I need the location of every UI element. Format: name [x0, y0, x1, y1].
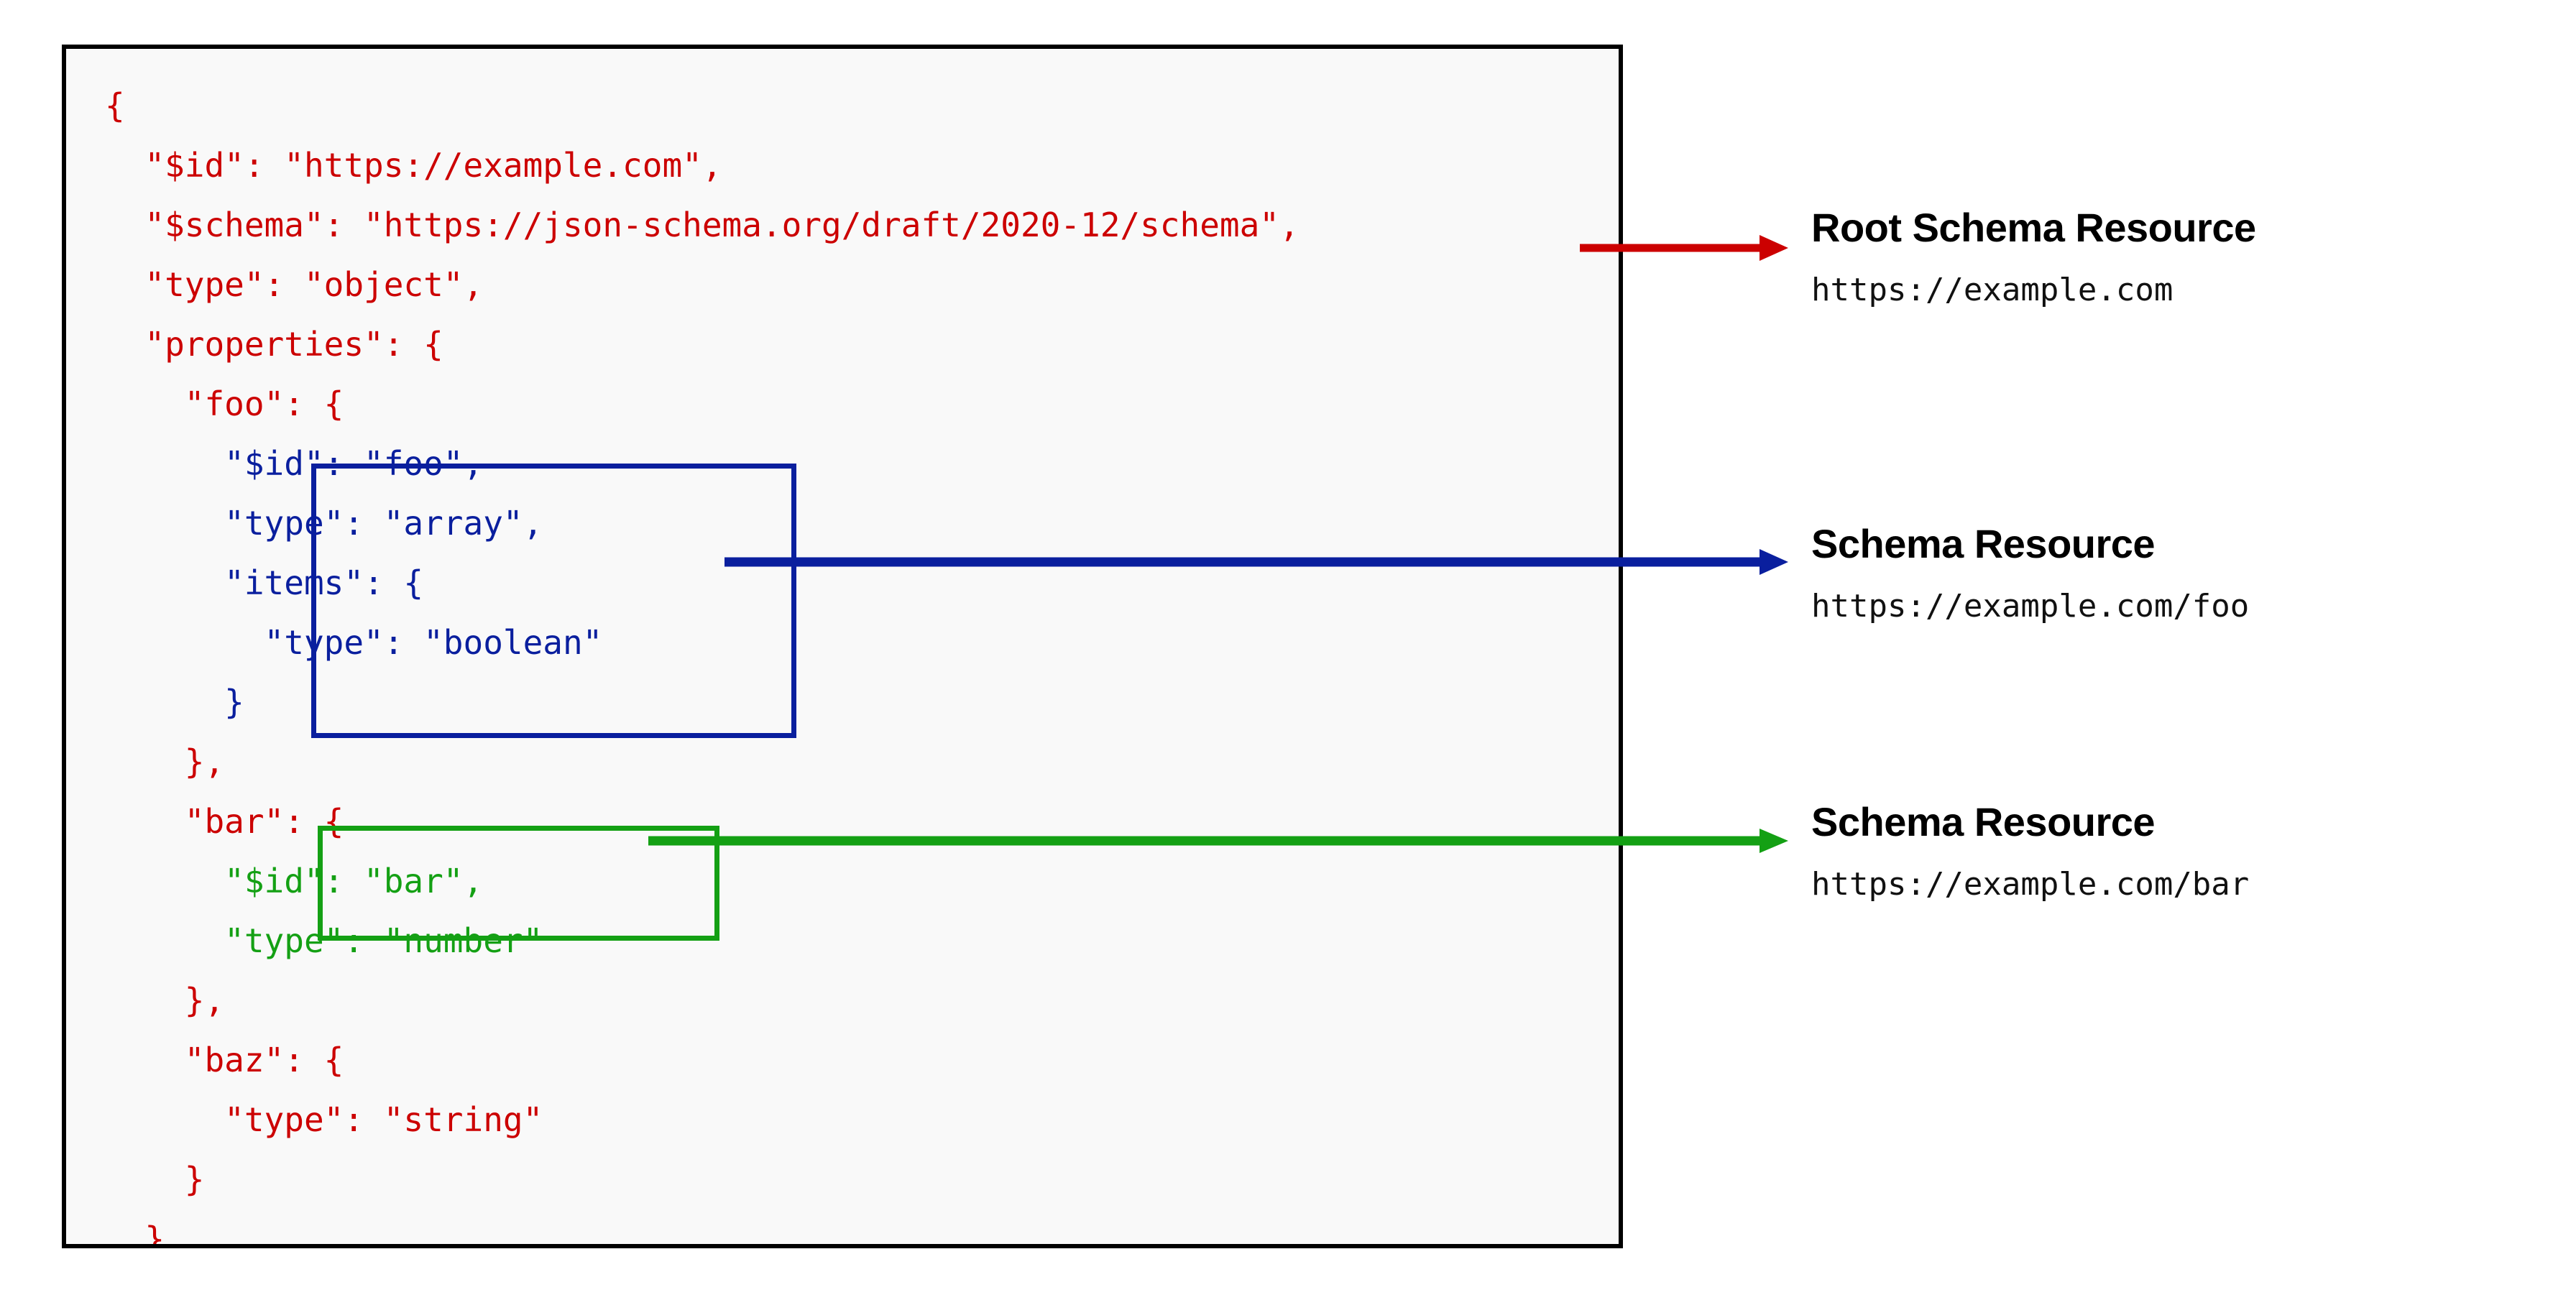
annotation-root-schema-resource: Root Schema Resource https://example.com: [1811, 205, 2552, 310]
code-line: "type": "object",: [105, 265, 484, 304]
annotation-foo-schema-resource: Schema Resource https://example.com/foo: [1811, 521, 2552, 626]
highlight-box-foo-subschema: [311, 464, 796, 738]
code-line: },: [105, 981, 225, 1020]
code-line: "foo": {: [105, 384, 344, 423]
code-line: "items": {: [105, 563, 424, 602]
code-line: }: [105, 1160, 205, 1199]
annotation-url-bar: https://example.com/bar: [1811, 866, 2250, 903]
json-code-panel: { "$id": "https://example.com", "$schema…: [62, 45, 1623, 1248]
code-line: "type": "string": [105, 1100, 543, 1139]
arrow-foo-schema: [724, 548, 1788, 576]
annotation-title-foo: Schema Resource: [1811, 521, 2156, 566]
code-line: "baz": {: [105, 1041, 344, 1079]
highlight-box-bar-subschema: [318, 826, 719, 941]
code-line: },: [105, 742, 225, 781]
code-line: {: [105, 86, 125, 125]
code-line: "$id": "https://example.com",: [105, 146, 722, 185]
json-code-listing: { "$id": "https://example.com", "$schema…: [105, 76, 1300, 1248]
code-line: "properties": {: [105, 325, 443, 364]
annotation-title-root: Root Schema Resource: [1811, 205, 2256, 250]
code-line: }: [105, 1220, 165, 1248]
annotation-bar-schema-resource: Schema Resource https://example.com/bar: [1811, 799, 2552, 904]
code-line: "type": "number": [105, 921, 543, 960]
code-line: "$schema": "https://json-schema.org/draf…: [105, 206, 1300, 244]
arrow-bar-schema: [648, 826, 1788, 855]
code-line: "bar": {: [105, 802, 344, 841]
code-line: "type": "boolean": [105, 623, 603, 662]
arrow-root-schema: [1580, 234, 1788, 262]
annotation-url-foo: https://example.com/foo: [1811, 588, 2250, 625]
annotation-url-root: https://example.com: [1811, 272, 2174, 308]
annotation-title-bar: Schema Resource: [1811, 799, 2156, 844]
code-line: }: [105, 683, 244, 722]
code-line: "$id": "bar",: [105, 862, 484, 900]
code-line: "type": "array",: [105, 504, 543, 543]
